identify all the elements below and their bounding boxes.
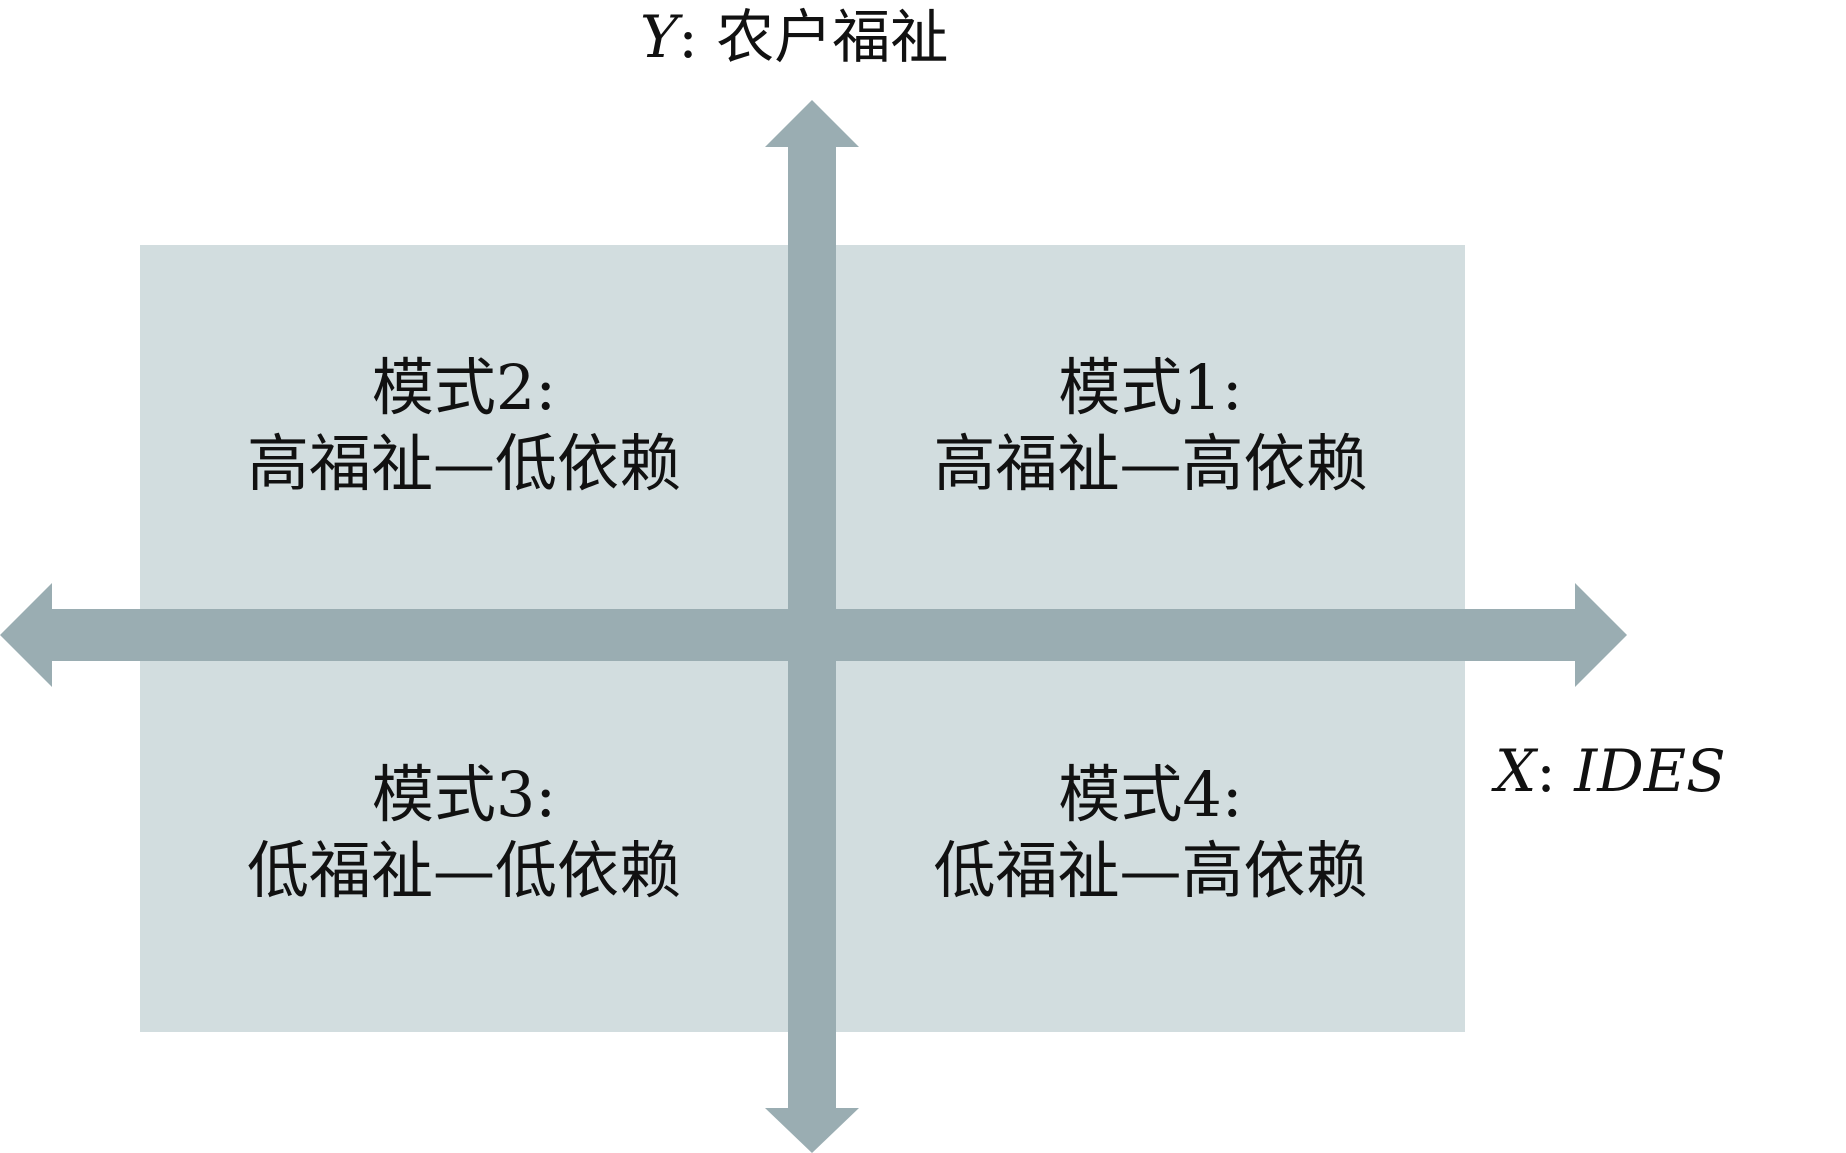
x-axis-variable: X bbox=[1495, 737, 1537, 805]
quadrant-bottom-right: 模式4: 低福祉—高依赖 bbox=[836, 757, 1465, 909]
quadrant-bottom-left-desc: 低福祉—低依赖 bbox=[246, 834, 681, 907]
quadrant-bottom-right-desc: 低福祉—高依赖 bbox=[933, 834, 1368, 907]
y-axis-separator: : bbox=[678, 3, 717, 71]
quadrant-bottom-left: 模式3: 低福祉—低依赖 bbox=[140, 757, 788, 909]
quadrant-bottom-left-title: 模式3: bbox=[371, 758, 557, 831]
x-axis-name: IDES bbox=[1574, 737, 1726, 805]
y-axis-label: Y: 农户福祉 bbox=[640, 2, 948, 72]
quadrant-top-right: 模式1: 高福祉—高依赖 bbox=[836, 350, 1465, 502]
y-axis-variable: Y bbox=[640, 3, 679, 71]
y-axis-name: 农户福祉 bbox=[716, 3, 949, 71]
quadrant-bottom-right-title: 模式4: bbox=[1058, 758, 1243, 831]
quadrant-top-right-title: 模式1: bbox=[1058, 351, 1243, 424]
quadrant-top-left-title: 模式2: bbox=[371, 351, 557, 424]
quadrant-top-left-desc: 高福祉—低依赖 bbox=[246, 427, 681, 500]
y-axis-arrow bbox=[765, 100, 859, 1153]
x-axis-separator: : bbox=[1536, 737, 1575, 805]
x-axis-label: X: IDES bbox=[1495, 736, 1726, 806]
quadrant-top-left: 模式2: 高福祉—低依赖 bbox=[140, 350, 788, 502]
quadrant-top-right-desc: 高福祉—高依赖 bbox=[933, 427, 1368, 500]
